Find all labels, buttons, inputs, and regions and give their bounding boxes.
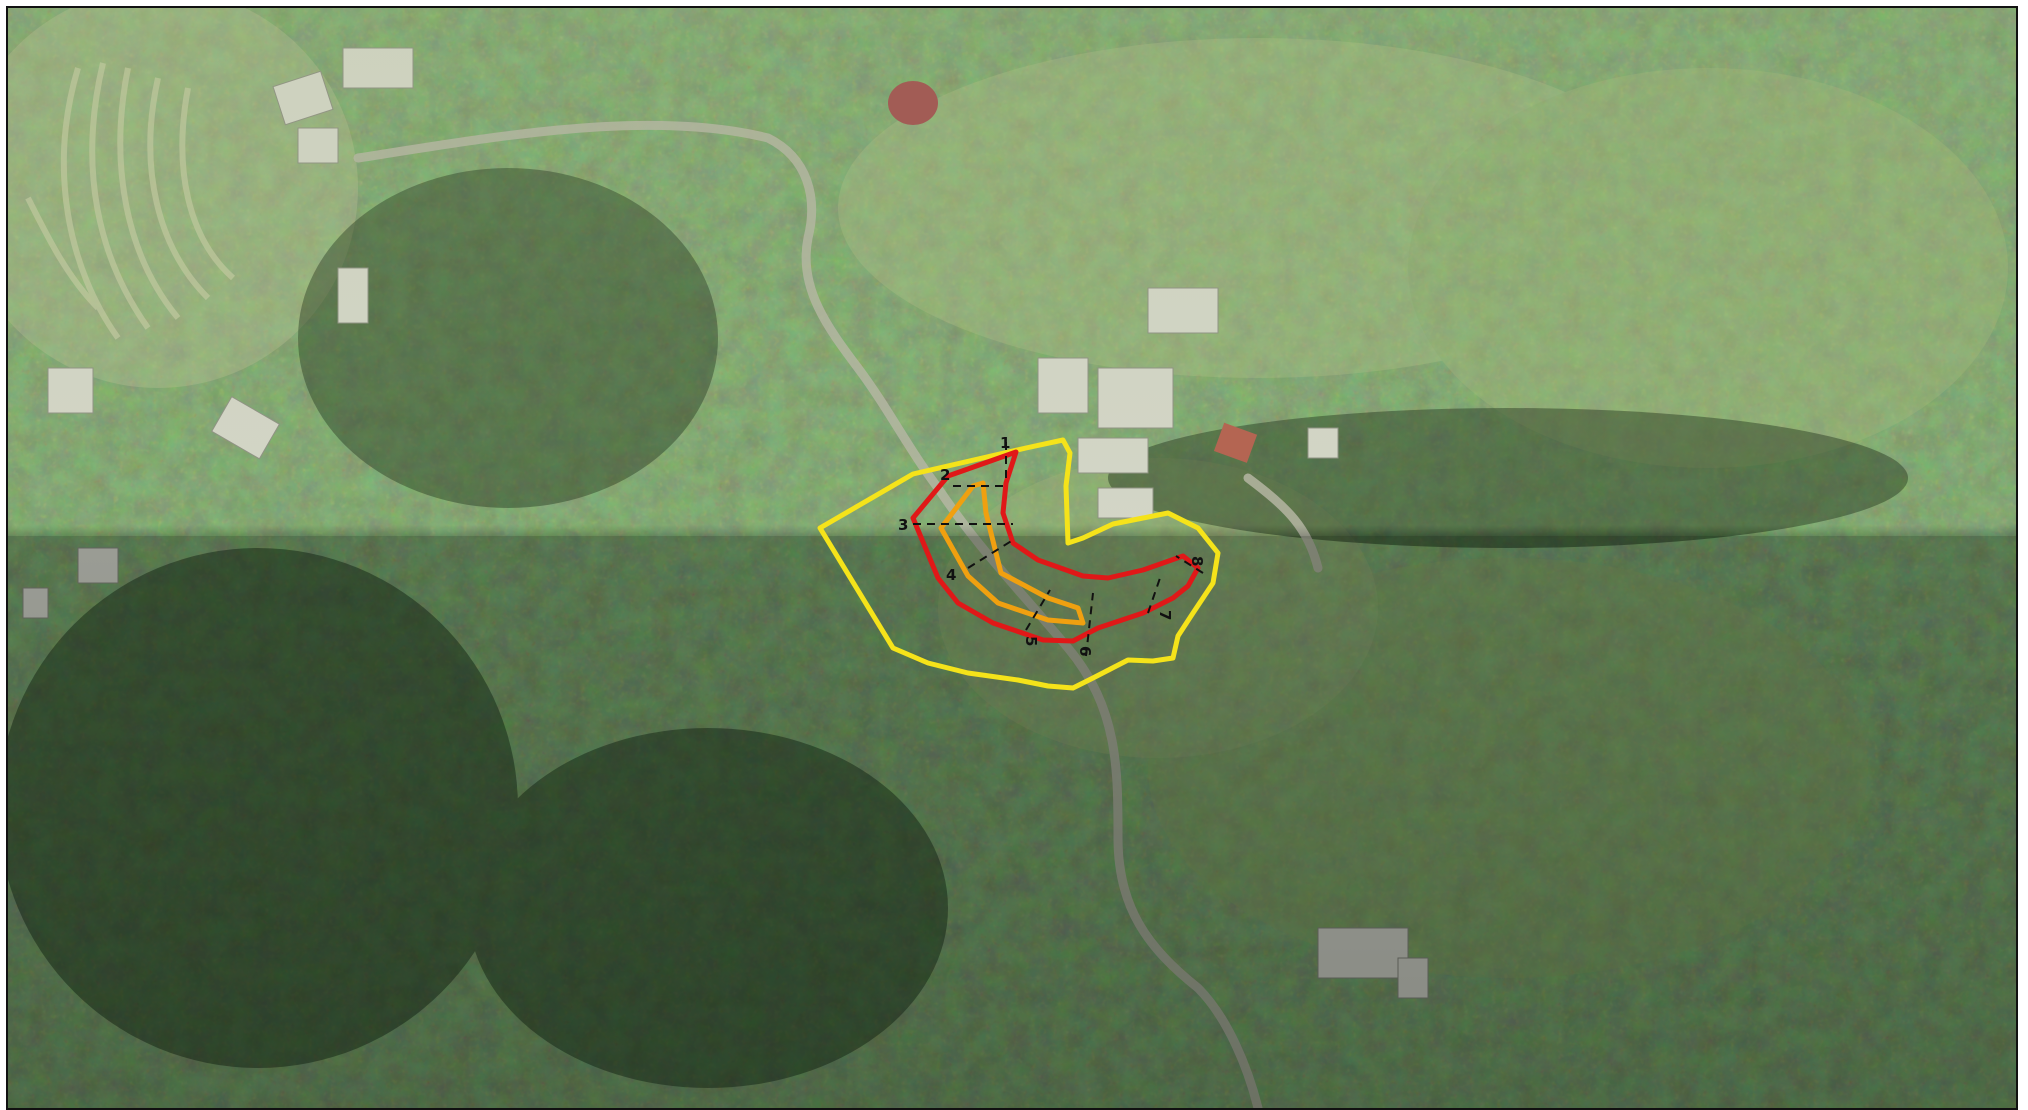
dark-band-overlay bbox=[8, 8, 2016, 1108]
point-label-7: 7 bbox=[1156, 610, 1174, 620]
outer-zone-boundary[interactable] bbox=[817, 437, 1221, 691]
point-label-3: 3 bbox=[898, 516, 908, 534]
point-label-2: 2 bbox=[940, 466, 950, 484]
map-frame: 1 2 3 4 5 6 7 8 bbox=[6, 6, 2018, 1110]
point-label-6: 6 bbox=[1076, 646, 1094, 656]
aerial-map[interactable]: 1 2 3 4 5 6 7 8 bbox=[8, 8, 2016, 1108]
point-label-4: 4 bbox=[946, 566, 956, 584]
section-lines bbox=[913, 442, 1204, 657]
hazard-zones[interactable] bbox=[817, 437, 1221, 691]
middle-zone-boundary[interactable] bbox=[910, 449, 1201, 644]
point-label-5: 5 bbox=[1022, 636, 1040, 646]
point-label-8: 8 bbox=[1188, 556, 1206, 566]
section-labels: 1 2 3 4 5 6 7 8 bbox=[898, 434, 1206, 656]
inner-zone-boundary[interactable] bbox=[938, 480, 1086, 626]
point-label-1: 1 bbox=[1000, 434, 1010, 452]
